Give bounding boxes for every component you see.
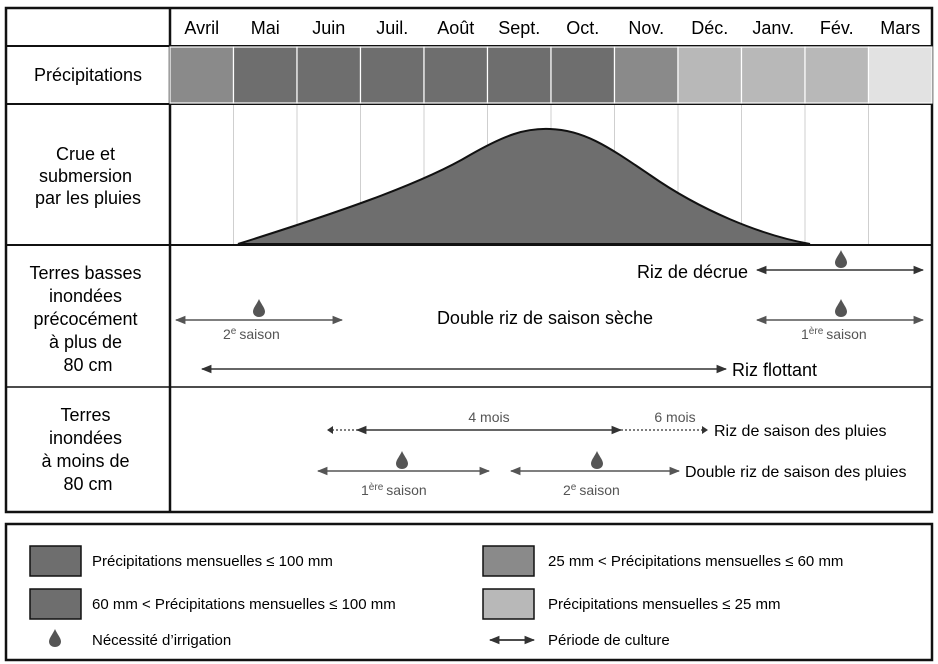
- calendar-frame: [4, 6, 934, 514]
- irrigation-drop-icon: [591, 451, 603, 469]
- legend-item-5: Précipitations mensuelles ≤ 25 mm: [548, 596, 781, 613]
- rainfall-cell: [359, 46, 425, 104]
- rainfall-cell: [486, 46, 552, 104]
- month-header: Mai: [251, 18, 280, 38]
- row-label-flood: Crue et submersion par les pluies: [35, 144, 141, 208]
- legend-item-4: 25 mm < Précipitations mensuelles ≤ 60 m…: [548, 553, 843, 570]
- rainfall-cell: [677, 46, 743, 104]
- irrigation-drop-icon: [835, 250, 847, 268]
- legend-item-1: Précipitations mensuelles ≤ 100 mm: [92, 553, 333, 570]
- rainfall-cell: [550, 46, 616, 104]
- month-header: Déc.: [691, 18, 728, 38]
- month-header: Avril: [184, 18, 219, 38]
- irrigation-drop-icon: [253, 299, 265, 317]
- label-4-mois: 4 mois: [468, 409, 509, 425]
- legend-swatch-mid: [482, 545, 535, 577]
- row-label-rainfall: Précipitations: [34, 65, 142, 85]
- label-double-riz-saison-pluies: Double riz de saison des pluies: [685, 464, 906, 481]
- dotted-arrowhead-left: [327, 426, 333, 434]
- month-header: Juil.: [376, 18, 408, 38]
- rainfall-cell: [232, 46, 298, 104]
- legend-swatch-dark: [29, 545, 82, 577]
- legend-swatch-light: [482, 588, 535, 620]
- month-header: Sept.: [498, 18, 540, 38]
- month-header: Août: [437, 18, 474, 38]
- rainfall-cell: [423, 46, 489, 104]
- month-header: Janv.: [752, 18, 794, 38]
- irrigation-drop-icon: [835, 299, 847, 317]
- month-header: Mars: [880, 18, 920, 38]
- rainfall-cell: [740, 46, 806, 104]
- irrigation-drop-icon: [49, 629, 61, 647]
- row-label-lowland: Terres basses inondées précocément à plu…: [29, 263, 146, 375]
- dotted-arrowhead-right: [702, 426, 708, 434]
- month-header: Fév.: [820, 18, 854, 38]
- legend-swatch-dark-2: [29, 588, 82, 620]
- legend-item-2: 60 mm < Précipitations mensuelles ≤ 100 …: [92, 596, 396, 613]
- label-riz-flottant: Riz flottant: [732, 360, 817, 380]
- month-header-row: Avril Mai Juin Juil. Août Sept. Oct. Nov. Déc. Ja…: [184, 18, 920, 38]
- rainfall-row: [169, 46, 933, 104]
- label-6-mois: 6 mois: [654, 409, 695, 425]
- label-riz-saison-pluies: Riz de saison des pluies: [714, 423, 887, 440]
- rainfall-cell: [613, 46, 679, 104]
- rainfall-cell: [169, 46, 235, 104]
- legend-frame: [4, 522, 934, 662]
- rainfall-cell: [804, 46, 870, 104]
- month-header: Oct.: [566, 18, 599, 38]
- label-riz-decrue: Riz de décrue: [637, 262, 748, 282]
- flood-curve: [237, 127, 811, 245]
- rainfall-cell: [867, 46, 933, 104]
- irrigation-drop-icon: [396, 451, 408, 469]
- row-label-upland: Terres inondées à moins de 80 cm: [41, 405, 134, 494]
- rainfall-cell: [296, 46, 362, 104]
- label-double-riz-saison-seche: Double riz de saison sèche: [437, 308, 653, 328]
- legend-item-3: Nécessité d’irrigation: [92, 632, 231, 649]
- legend-item-6: Période de culture: [548, 632, 670, 649]
- month-header: Juin: [312, 18, 345, 38]
- month-header: Nov.: [628, 18, 664, 38]
